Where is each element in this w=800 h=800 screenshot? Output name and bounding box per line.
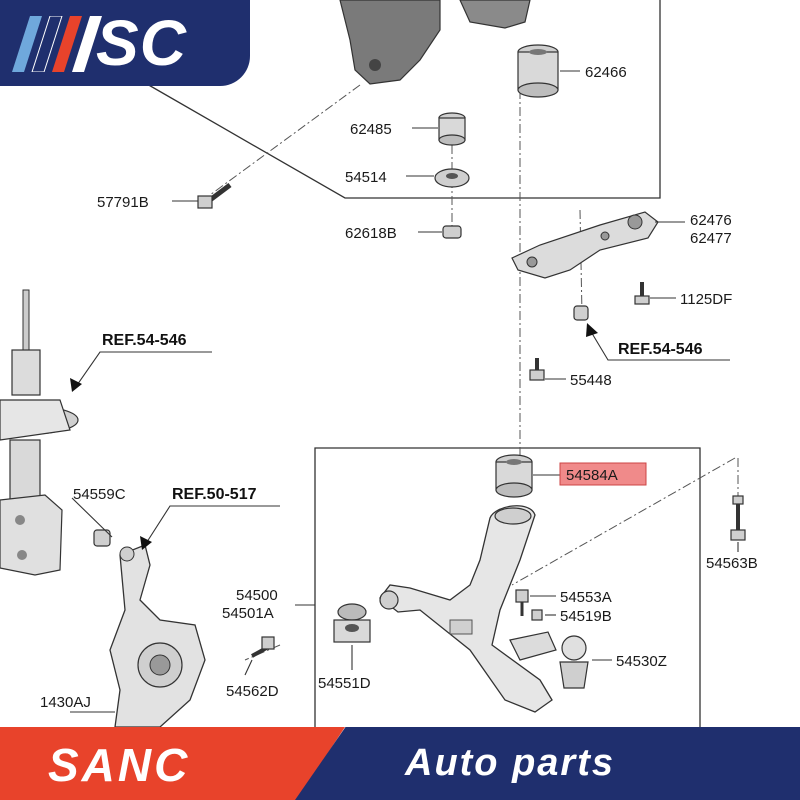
callout-54501A: 54501A [222,605,274,622]
callout-54500: 54500 [236,587,278,604]
callout-62618B: 62618B [345,225,397,242]
callout-62476: 62476 [690,212,732,229]
callout-1125DF: 1125DF [680,291,732,308]
ref-arrowheads [70,323,598,550]
banner-tagline: Auto parts [405,742,615,784]
callout-55448: 55448 [570,372,612,389]
ref-54-546-left: REF.54-546 [102,332,187,349]
nut-62618B-part [442,225,462,239]
banner-brand: SANC [48,739,191,791]
callout-54559C: 54559C [73,486,126,503]
callout-62485: 62485 [350,121,392,138]
lower-arm-box [314,447,701,727]
callout-54562D: 54562D [226,683,279,700]
bolt-57791B-part [197,183,232,209]
subframe-casting [339,0,531,85]
callout-54553A: 54553A [560,589,612,606]
nut-under-bracket-part [573,305,589,321]
bolt-54519B-part [531,609,543,621]
callout-1430AJ: 1430AJ [40,694,91,711]
ref-54-546-right: REF.54-546 [618,341,703,358]
callout-54584A: 54584A [566,467,618,484]
logo-stripes-icon [12,16,102,72]
nut-54559C-part [93,529,111,547]
callout-54551D: 54551D [318,675,371,692]
logo-text: SC [96,7,187,79]
ball-joint-54530Z-part [509,631,589,689]
banner-left [0,727,345,800]
bolt-1125DF-part [634,282,650,305]
callout-54519B: 54519B [560,608,612,625]
bushing-62485-part [438,112,466,146]
bolt-54563B-part [730,495,746,541]
highlight-box [559,462,647,486]
callout-54530Z: 54530Z [616,653,667,670]
banner-right [295,727,800,800]
callout-57791B: 57791B [97,194,149,211]
bushing-62466-part [517,44,559,98]
callout-54563B: 54563B [706,555,758,572]
bushing-54584A-part [495,454,533,498]
brand-logo: SC [0,0,250,86]
callout-62466: 62466 [585,64,627,81]
strut-assembly-part [0,289,79,576]
washer-54514-part [434,168,470,188]
bolt-54562D-part [251,636,275,658]
bolt-55448-part [529,358,545,381]
callout-54514: 54514 [345,169,387,186]
leader-lines [70,70,739,713]
knuckle-part [109,544,206,728]
ref-50-517: REF.50-517 [172,486,257,503]
lower-control-arm-part [379,505,553,713]
bracket-62476-part [511,211,659,279]
bolt-54553A-part [515,589,529,616]
callout-62477: 62477 [690,230,732,247]
bushing-54551D-part [333,603,371,643]
subframe-box [139,0,661,199]
